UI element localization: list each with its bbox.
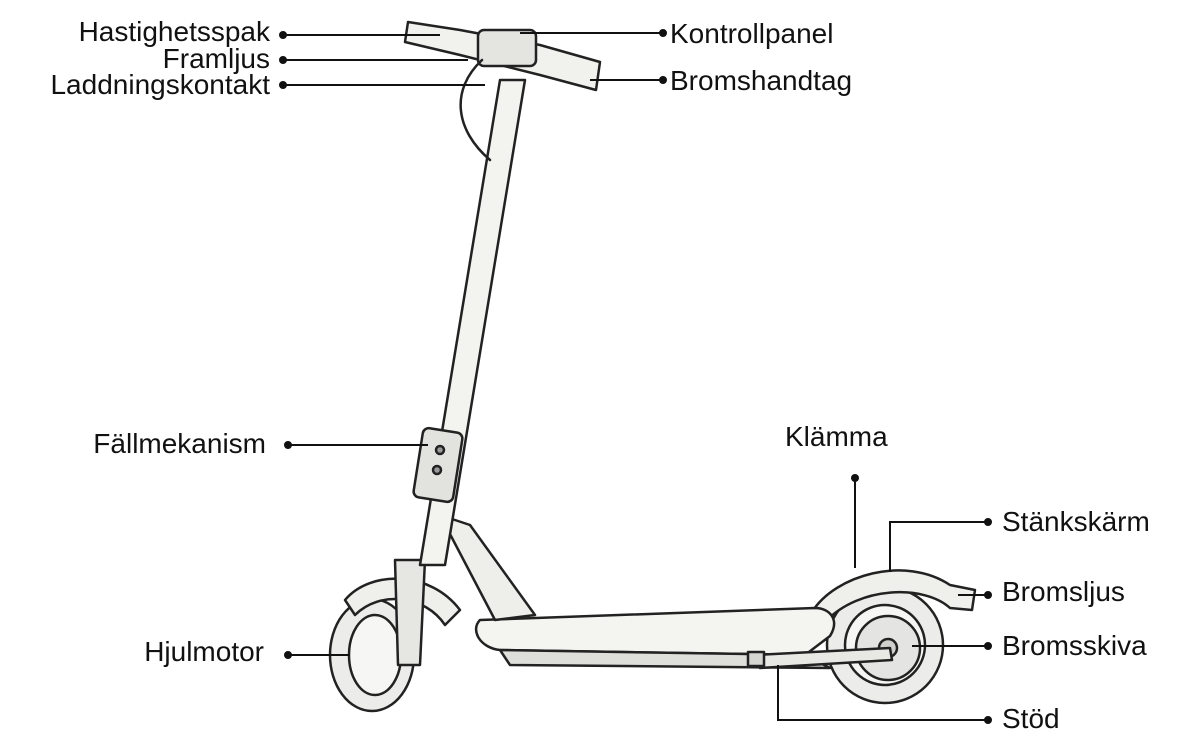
label-brake-light: Bromsljus (1002, 576, 1125, 607)
rear-mudguard (810, 569, 977, 624)
label-folding-mechanism: Fällmekanism (93, 428, 266, 459)
label-clamp: Klämma (785, 421, 888, 452)
label-control-panel: Kontrollpanel (670, 18, 834, 49)
label-speed-lever: Hastighetsspak (78, 16, 270, 47)
label-brake-disc: Bromsskiva (1002, 630, 1147, 661)
label-hub-motor: Hjulmotor (144, 636, 264, 667)
label-headlight: Framljus (162, 43, 270, 74)
label-brake-handle: Bromshandtag (670, 65, 853, 96)
label-charging-port: Laddningskontakt (50, 69, 270, 100)
control-panel (476, 28, 538, 68)
label-mudguard: Stänkskärm (1002, 506, 1150, 537)
deck (474, 606, 836, 657)
label-kickstand: Stöd (1002, 703, 1060, 734)
